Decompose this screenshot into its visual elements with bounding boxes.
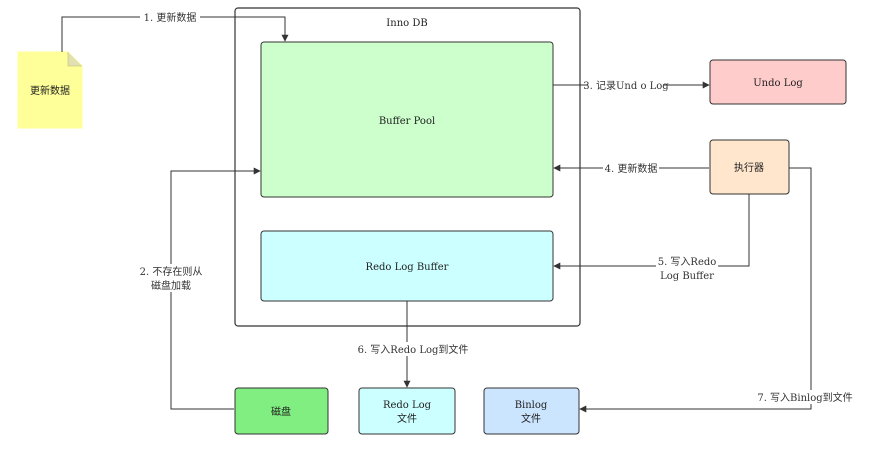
buffer-pool-box[interactable] — [260, 41, 554, 198]
edge-1-label: 1. 更新数据 — [144, 11, 197, 24]
edge-5-label-2: Log Buffer — [660, 271, 714, 282]
innodb-title: Inno DB — [386, 18, 427, 29]
disk-box[interactable] — [234, 387, 329, 435]
edge-5-label-1: 5. 写入Redo — [658, 256, 717, 268]
edge-7-label-bg — [752, 390, 858, 404]
update-data-document[interactable] — [17, 51, 83, 129]
document-label: 更新数据 — [30, 84, 70, 97]
redo-log-file-label-1: Redo Log — [383, 400, 432, 411]
document-fold-icon — [67, 52, 82, 67]
edge-4-label-bg — [603, 161, 659, 175]
disk-label: 磁盘 — [271, 405, 291, 418]
undo-log-label: Undo Log — [753, 78, 803, 89]
edge-7-write-binlog-file — [579, 167, 812, 413]
buffer-pool-label: Buffer Pool — [379, 116, 435, 127]
edge-1-label-bg — [140, 10, 200, 24]
binlog-file-label-2: 文件 — [521, 412, 541, 425]
edge-7-label: 7. 写入Binlog到文件 — [757, 391, 852, 404]
edge-2-label-2: 磁盘加载 — [151, 279, 191, 292]
redo-log-file-label-2: 文件 — [397, 412, 417, 425]
edge-4-label: 4. 更新数据 — [605, 162, 658, 175]
redo-log-file-box[interactable] — [358, 387, 456, 435]
edge-6-label: 6. 写入Redo Log到文件 — [358, 343, 469, 356]
edge-3-label: 3. 记录Und o Log — [583, 80, 669, 92]
edge-5-label-bg — [656, 254, 718, 282]
redo-log-buffer-label: Redo Log Buffer — [366, 262, 449, 273]
binlog-file-label-1: Binlog — [515, 400, 548, 411]
undo-log-box[interactable] — [709, 59, 847, 105]
binlog-file-box[interactable] — [483, 387, 580, 435]
edge-2-label-bg — [133, 264, 209, 292]
edge-6-label-bg — [355, 342, 471, 356]
edge-2-label-1: 2. 不存在则从 — [140, 265, 203, 278]
executor-label: 执行器 — [734, 161, 764, 174]
edge-5-write-redo-log-buffer — [553, 194, 750, 270]
edge-3-label-bg — [588, 78, 664, 92]
